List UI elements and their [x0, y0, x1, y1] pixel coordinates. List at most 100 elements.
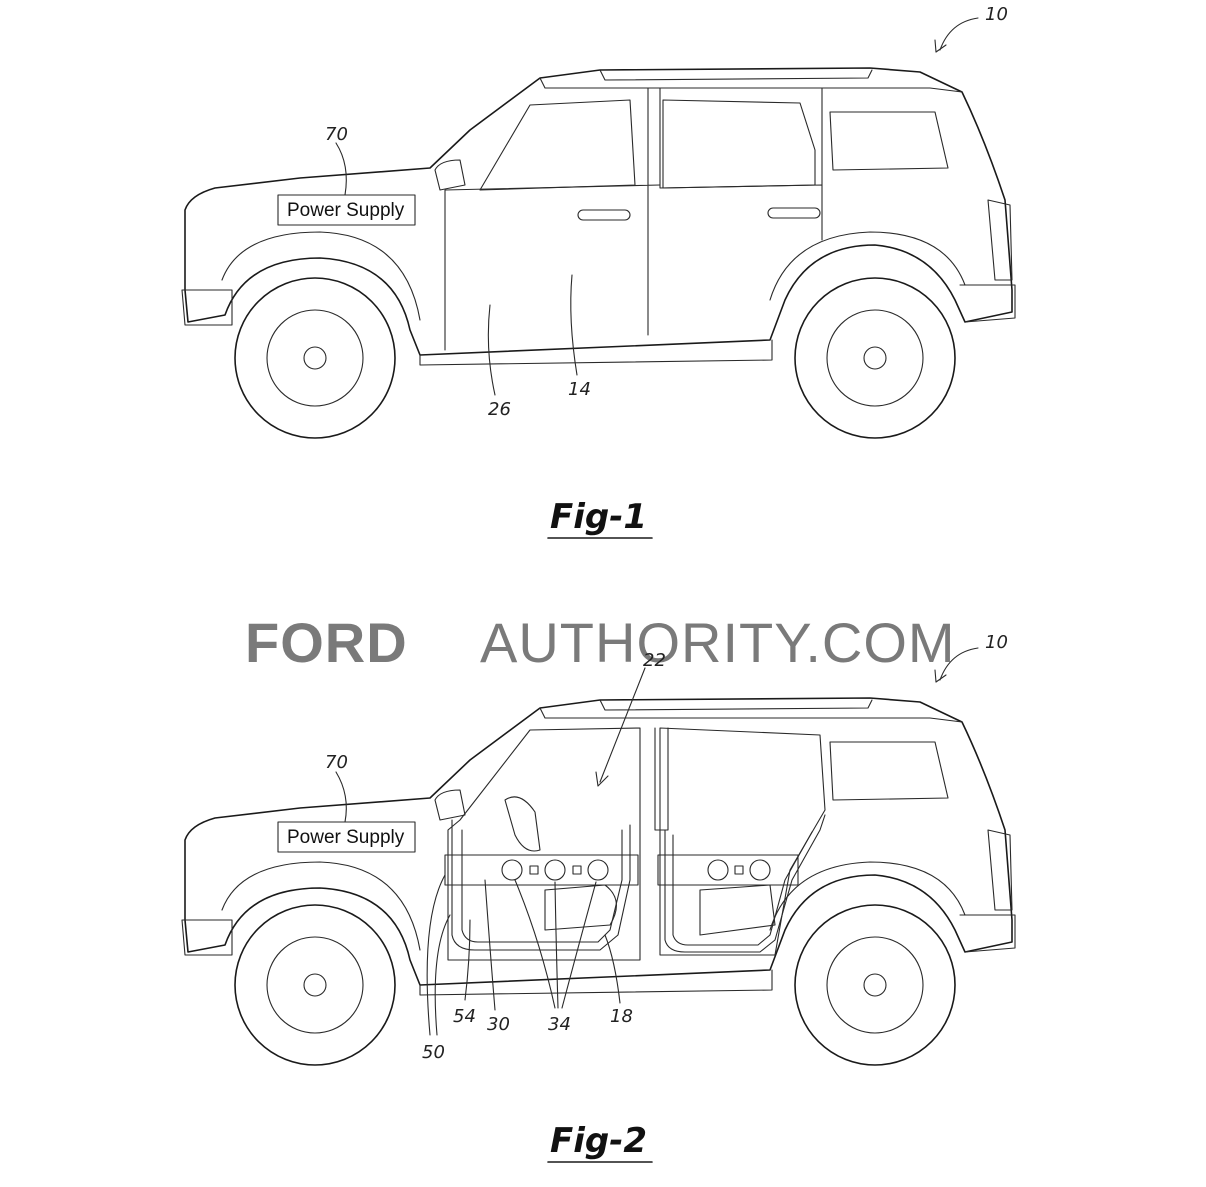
fig1-front-window [479, 99, 636, 191]
fig1-rear-door-window [662, 99, 816, 189]
fig2-outlets [501, 859, 771, 881]
fig1-leader-26 [487, 304, 496, 396]
fig1-ref-26: 26 [488, 399, 511, 420]
fig2-front-frame [451, 819, 631, 951]
fig1-rear-handle [767, 207, 821, 219]
fig1-front-fender [221, 231, 421, 321]
fig2-leader-18 [604, 934, 621, 1004]
fig2-outlet [544, 859, 566, 881]
figure-2: Power Supply 10 22 70 54 30 34 18 50 Fig… [181, 632, 1016, 1163]
fig2-outlet-slot [572, 865, 582, 875]
watermark: FORD AUTHORITY.COM [245, 611, 956, 674]
fig2-roof-rail [599, 699, 873, 711]
fig2-body-outline [184, 697, 1013, 986]
fig1-rear-fender [769, 231, 966, 301]
fig2-rear-opening [659, 727, 826, 956]
fig2-power-rail-rear [657, 854, 799, 886]
fig2-rear-seat [699, 884, 776, 936]
fig2-power-rail-front [444, 854, 639, 886]
fig2-front-frame-inner [461, 829, 623, 943]
fig1-front-hub [303, 346, 327, 370]
fig2-rear-bumper [959, 914, 1016, 953]
fig2-outlet-slot [529, 865, 539, 875]
fig2-steering-wheel [504, 796, 541, 852]
fig1-rear-rim [826, 309, 924, 407]
fig1-ref-70: 70 [325, 124, 348, 145]
fig2-leader-34c [561, 881, 597, 1009]
fig1-rear-bumper [959, 284, 1016, 323]
fig2-rear-tire [794, 904, 956, 1066]
fig2-arrowhead-22 [595, 771, 609, 787]
fig2-leader-50a [426, 874, 446, 1036]
fig1-rear-tire [794, 277, 956, 439]
fig2-mirror [434, 789, 466, 821]
fig2-rear-frame [664, 814, 826, 953]
fig2-outlet [707, 859, 729, 881]
fig1-mirror [434, 159, 466, 191]
fig1-power-supply-box [277, 194, 416, 226]
fig2-front-hub [303, 973, 327, 997]
fig2-rear-fender [769, 861, 966, 931]
fig1-arrowhead-10 [934, 39, 947, 53]
fig1-ref-10: 10 [985, 4, 1008, 25]
fig1-front-bumper [181, 289, 233, 326]
fig2-arrowhead-10 [934, 669, 947, 683]
fig2-leader-50b [434, 914, 451, 1036]
fig2-ref-10: 10 [985, 632, 1008, 653]
fig2-outlet [749, 859, 771, 881]
fig1-rear-door [659, 87, 823, 241]
fig2-outlet [501, 859, 523, 881]
fig2-ref-22: 22 [643, 650, 666, 671]
fig2-leader-70 [335, 771, 347, 823]
fig1-roof-rail [599, 69, 873, 81]
fig1-front-handle [577, 209, 631, 221]
figure-1: Power Supply 10 70 26 14 Fig-1 [181, 4, 1016, 539]
fig2-leader-34b [554, 881, 559, 1009]
fig2-leader-30 [484, 879, 496, 1011]
fig2-quarter-window [829, 741, 949, 801]
fig2-outlet [587, 859, 609, 881]
fig2-ref-50: 50 [422, 1042, 445, 1063]
fig1-rear-hub [863, 346, 887, 370]
fig1-leader-14 [570, 274, 578, 376]
fig2-leader-34a [514, 879, 556, 1009]
fig1-front-tire [234, 277, 396, 439]
fig2-rear-rim [826, 936, 924, 1034]
fig2-front-bumper [181, 919, 233, 956]
fig2-roof-line [539, 707, 963, 723]
fig2-rear-lamp [987, 829, 1013, 911]
fig1-rear-lamp [987, 199, 1013, 281]
fig1-ref-14: 14 [568, 379, 591, 400]
fig1-leader-70 [335, 142, 347, 196]
fig2-outlet-slot [734, 865, 744, 875]
fig1-arrow-10 [939, 17, 979, 51]
fig2-rear-frame-inner [672, 831, 813, 946]
fig1-front-rim [266, 309, 364, 407]
watermark-brand: FORD [245, 611, 408, 674]
fig2-b-pillar [654, 727, 669, 831]
fig1-roof-line [539, 77, 963, 93]
fig2-ref-34: 34 [548, 1014, 571, 1035]
fig2-arrow-10 [939, 647, 979, 681]
fig2-leader-54 [464, 919, 471, 1001]
fig2-front-tire [234, 904, 396, 1066]
fig1-power-supply-label: Power Supply [287, 200, 405, 221]
fig2-power-supply-box [277, 821, 416, 853]
fig2-ref-30: 30 [487, 1014, 510, 1035]
fig2-front-opening [447, 727, 641, 961]
watermark-suffix: AUTHORITY.COM [480, 611, 956, 674]
fig2-rocker [419, 969, 773, 996]
fig1-front-door [444, 87, 661, 351]
fig2-front-rim [266, 936, 364, 1034]
fig2-ref-54: 54 [453, 1006, 476, 1027]
fig2-ref-70: 70 [325, 752, 348, 773]
fig1-rocker [419, 339, 773, 366]
fig1-body-outline [184, 67, 1013, 356]
fig2-front-fender [221, 861, 421, 951]
fig1-caption: Fig-1 [550, 497, 647, 537]
fig1-quarter-window [829, 111, 949, 171]
fig2-caption: Fig-2 [550, 1121, 647, 1161]
fig2-rear-hub [863, 973, 887, 997]
fig2-ref-18: 18 [610, 1006, 633, 1027]
